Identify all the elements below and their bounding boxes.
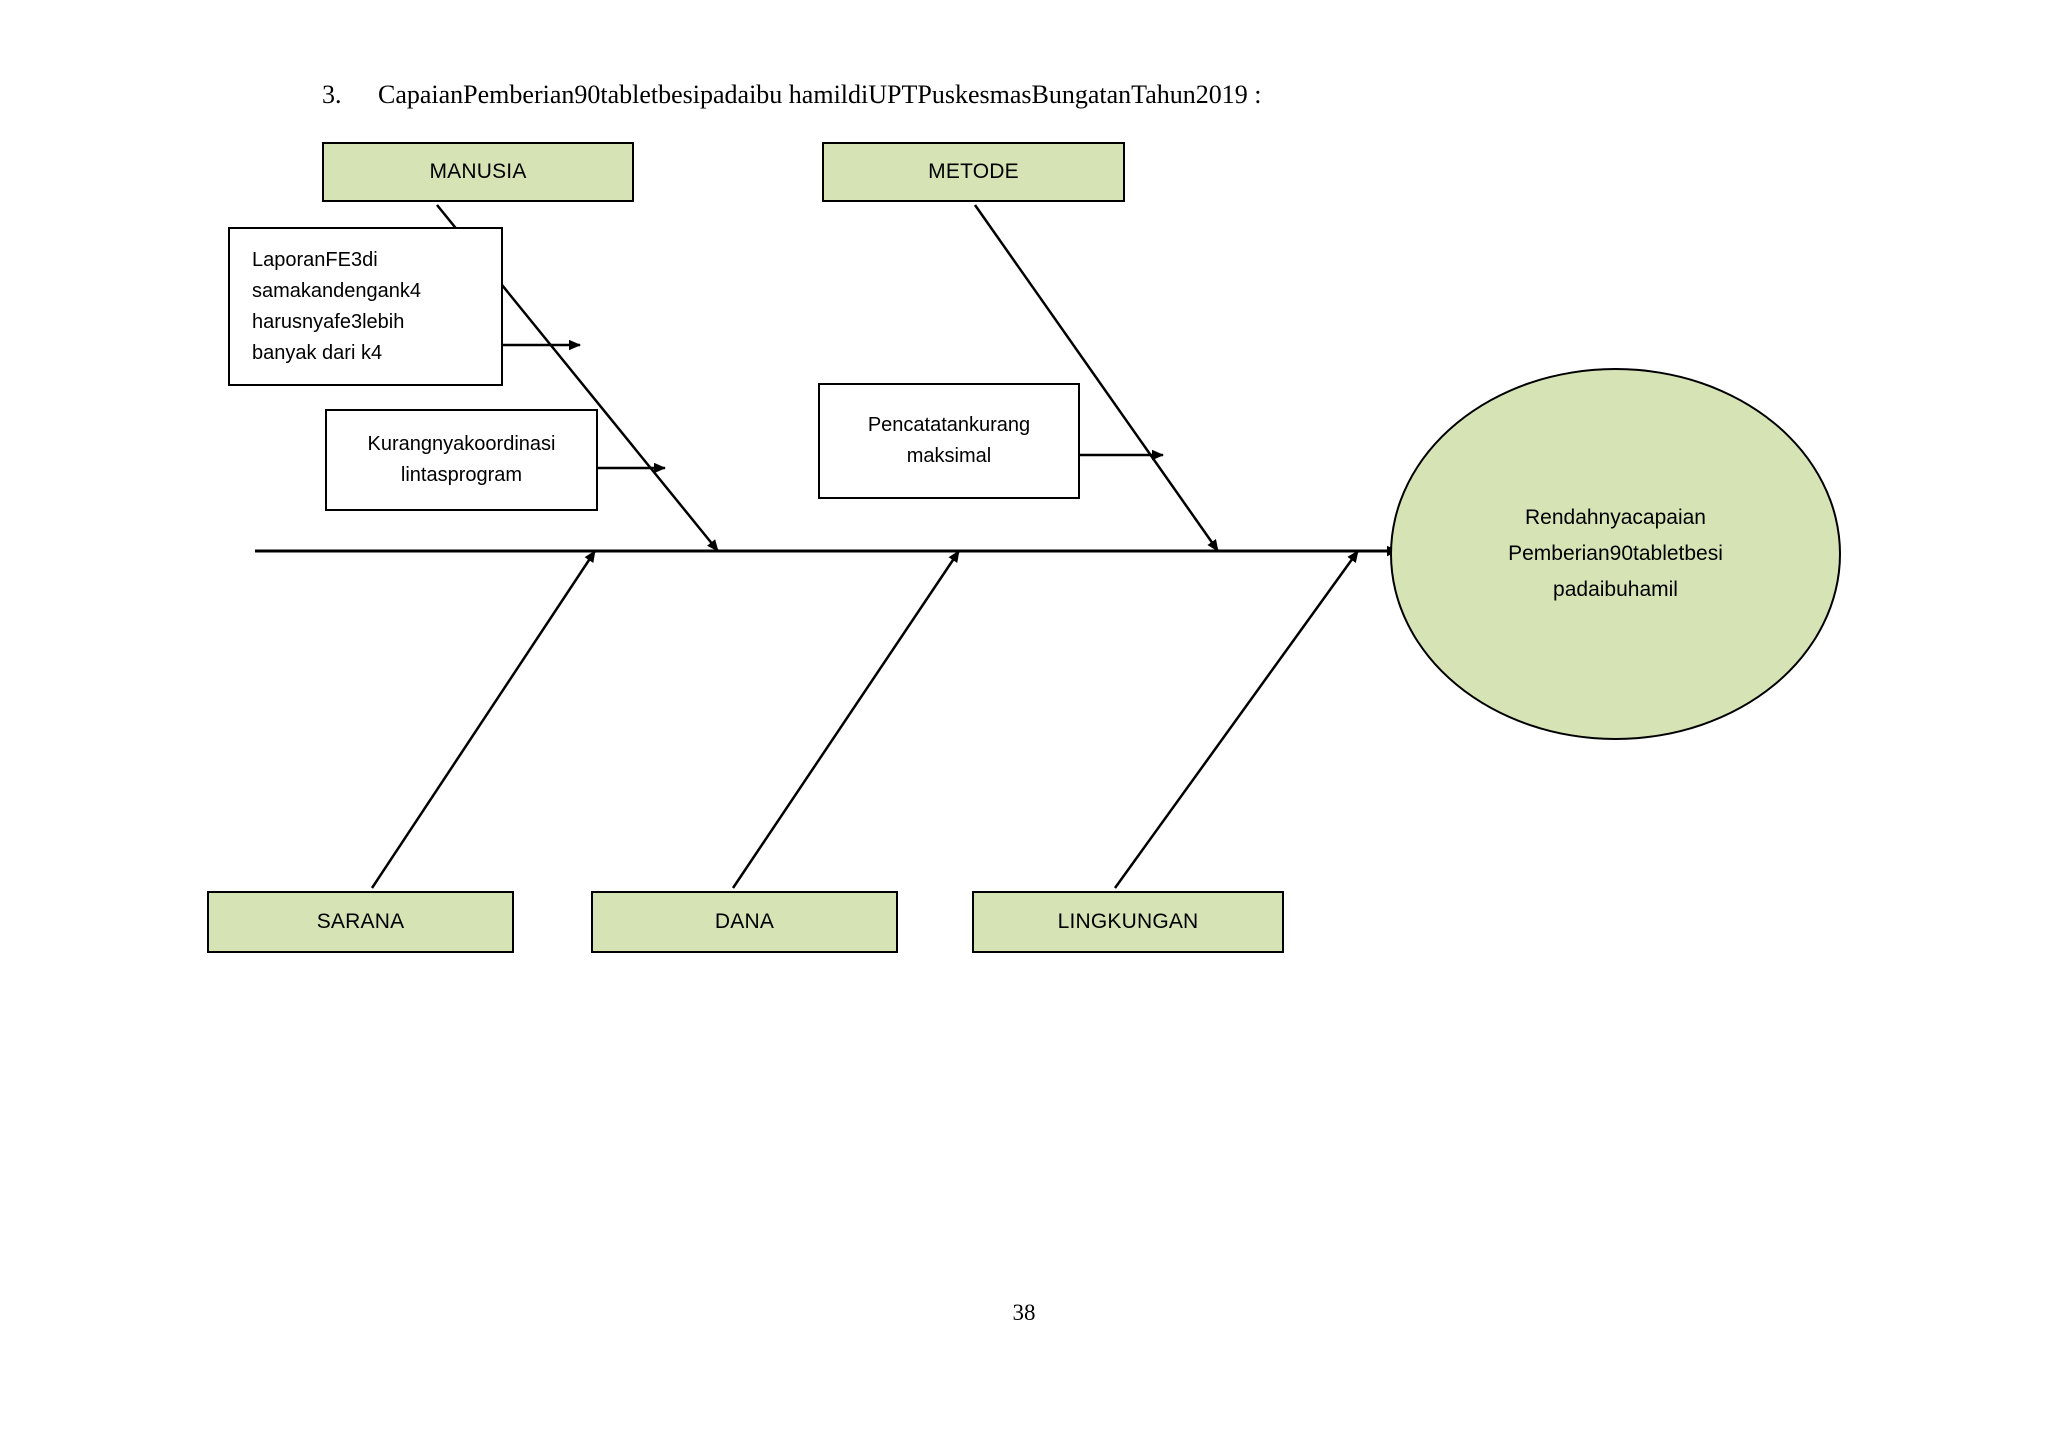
heading-text: CapaianPemberian90tabletbesipadaibu hami… [378, 80, 1262, 109]
branch-lingkungan [1113, 550, 1360, 889]
category-label-metode: METODE [928, 160, 1019, 183]
cause-koordinasi-line1: Kurangnyakoordinasi [367, 433, 556, 455]
heading-number: 3. [322, 80, 342, 109]
cause-koordinasi-line2: lintasprogram [400, 464, 523, 486]
branch-metode [973, 204, 1220, 552]
effect-ellipse[interactable]: Rendahnyacapaian Pemberian90tabletbesi p… [1390, 368, 1841, 740]
branch-dana [731, 550, 961, 889]
effect-line3: padaibuhamil [1553, 578, 1678, 601]
category-label-lingkungan: LINGKUNGAN [1057, 910, 1199, 933]
effect-line2: Pemberian90tabletbesi [1508, 542, 1723, 565]
branch-sarana [370, 550, 597, 889]
category-label-dana: DANA [714, 910, 775, 933]
cause-box-laporan[interactable]: LaporanFE3di samakandengank4 harusnyafe3… [228, 227, 503, 386]
cause-pencatatan-line1: Pencatatankurang [867, 414, 1031, 436]
page-heading: 3. CapaianPemberian90tabletbesipadaibu ha… [322, 79, 1442, 111]
page-number: 38 [1012, 1300, 1036, 1325]
category-box-lingkungan[interactable]: LINGKUNGAN [972, 891, 1284, 953]
cause-laporan-line3: harusnyafe3lebih [252, 310, 405, 333]
effect-line1: Rendahnyacapaian [1525, 506, 1706, 529]
category-box-dana[interactable]: DANA [591, 891, 898, 953]
cause-box-pencatatan[interactable]: Pencatatankurang maksimal [818, 383, 1080, 499]
cause-pencatatan-line2: maksimal [906, 445, 992, 467]
cause-laporan-line1: LaporanFE3di [252, 248, 378, 271]
cause-box-koordinasi[interactable]: Kurangnyakoordinasi lintasprogram [325, 409, 598, 511]
category-box-sarana[interactable]: SARANA [207, 891, 514, 953]
category-box-manusia[interactable]: MANUSIA [322, 142, 634, 202]
cause-laporan-line4: banyak dari k4 [252, 341, 383, 364]
cause-laporan-line2: samakandengank4 [252, 279, 422, 302]
category-label-sarana: SARANA [316, 910, 405, 933]
category-label-manusia: MANUSIA [429, 160, 527, 183]
category-box-metode[interactable]: METODE [822, 142, 1125, 202]
